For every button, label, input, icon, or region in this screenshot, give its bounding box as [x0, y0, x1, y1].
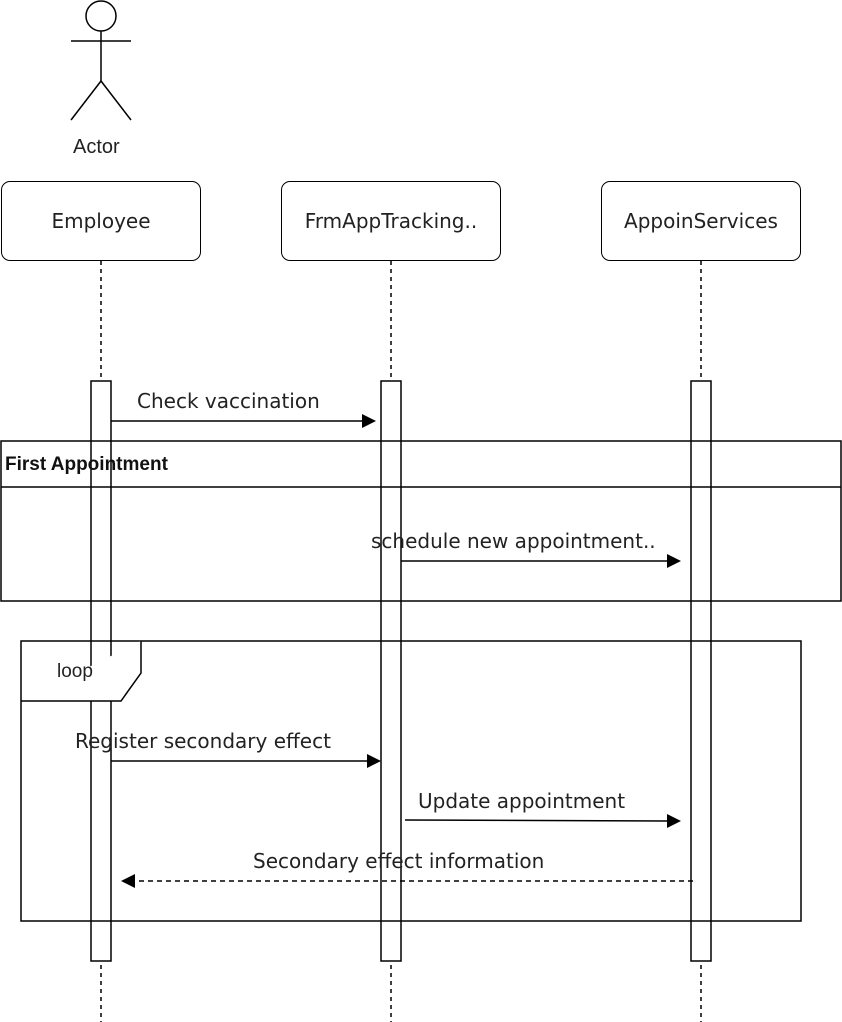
activation-bar-frmapptracking — [380, 380, 402, 962]
activation-bar-appoinservices — [690, 380, 712, 962]
message-arrow-schedule-new-appointment — [401, 554, 681, 568]
first-appointment-frame-title: First Appointment — [5, 454, 168, 475]
message-label-check-vaccination: Check vaccination — [137, 389, 320, 413]
message-label-schedule-new-appointment: schedule new appointment.. — [371, 529, 656, 553]
message-label-update-appointment: Update appointment — [418, 789, 626, 813]
lifeline-head-frmapptracking[interactable]: FrmAppTracking.. — [281, 181, 501, 261]
message-arrow-register-secondary-effect — [111, 754, 381, 768]
first-appointment-frame — [0, 440, 842, 602]
actor-label: Actor — [73, 136, 120, 158]
message-label-register-secondary-effect: Register secondary effect — [75, 729, 331, 753]
message-label-secondary-effect-information: Secondary effect information — [253, 849, 545, 873]
lifeline-head-appoinservices[interactable]: AppoinServices — [601, 181, 801, 261]
message-arrow-secondary-effect-information — [121, 874, 693, 888]
actor-stick-figure-icon — [70, 0, 132, 121]
lifeline-head-employee[interactable]: Employee — [1, 181, 201, 261]
loop-frame-label: loop — [57, 661, 93, 682]
loop-frame — [20, 640, 802, 922]
message-arrow-check-vaccination — [111, 414, 376, 428]
message-arrow-update-appointment — [404, 814, 681, 828]
